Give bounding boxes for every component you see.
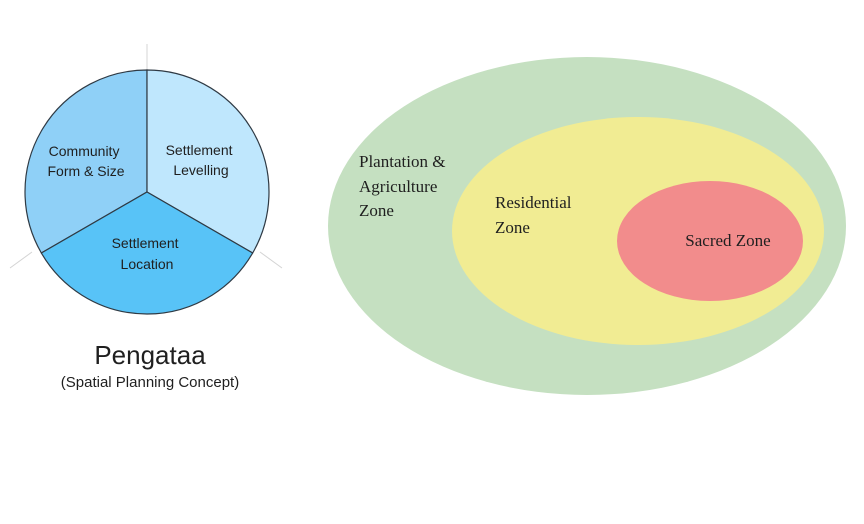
zone-sacred [617, 181, 803, 301]
pie-segment-settlement-levelling [146, 69, 270, 254]
zone-label-sacred: Sacred Zone [685, 231, 770, 250]
pie-chart: Community Form & Size Settlement Levelli… [24, 69, 270, 315]
pie-label-settlement-location: Settlement Location [112, 235, 183, 272]
pie-segment-settlement-location [40, 191, 254, 315]
pie-guide-lines [9, 44, 283, 269]
pie-segment-community-form-size [24, 69, 148, 254]
pie-title: Pengataa [94, 340, 206, 370]
pie-label-settlement-levelling: Settlement Levelling [166, 142, 237, 178]
zone-label-plantation-agriculture: Plantation & Agriculture Zone [359, 152, 450, 220]
pie-label-community-form-size: Community Form & Size [47, 143, 124, 179]
pie-subtitle: (Spatial Planning Concept) [61, 374, 239, 391]
zone-label-residential: Residential Zone [495, 193, 576, 237]
zone-diagram: Plantation & Agriculture Zone Residentia… [328, 57, 846, 395]
